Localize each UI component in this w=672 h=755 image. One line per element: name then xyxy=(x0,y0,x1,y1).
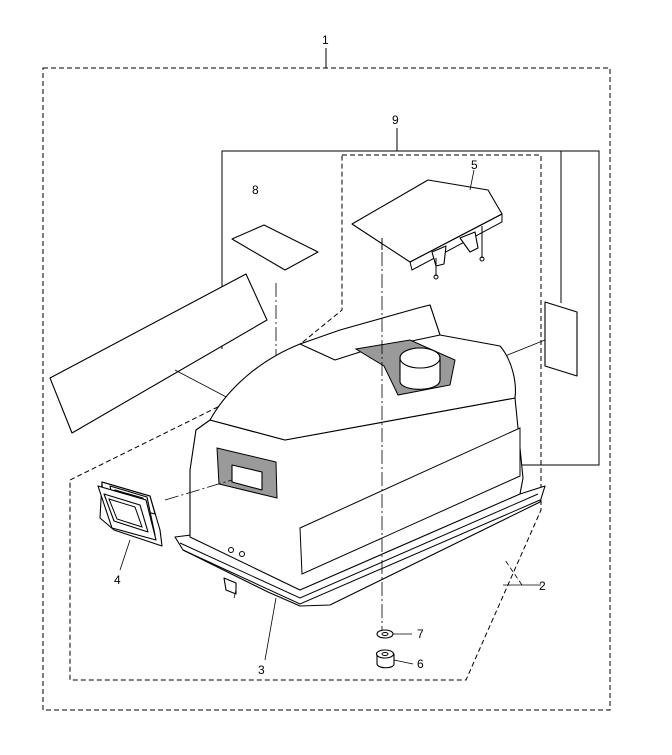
callout-3: 3 xyxy=(258,663,265,677)
engine-cover xyxy=(174,304,546,661)
callout-5: 5 xyxy=(471,158,478,172)
large-decal xyxy=(49,273,268,434)
callout-1: 1 xyxy=(322,33,329,47)
callout-4: 4 xyxy=(114,573,121,587)
assembly-boundary-1 xyxy=(42,48,611,711)
assembly-boundary-2 xyxy=(69,154,542,681)
lid-5 xyxy=(351,169,503,630)
washer-7 xyxy=(376,629,412,639)
kit-bracket-9 xyxy=(221,128,600,466)
side-decal xyxy=(504,301,578,377)
nut-6 xyxy=(375,649,414,669)
callout-2: 2 xyxy=(539,579,546,593)
grille-4 xyxy=(97,479,233,571)
callout-8: 8 xyxy=(252,183,259,197)
callout-7: 7 xyxy=(417,627,424,641)
callout-6: 6 xyxy=(417,657,424,671)
callout-9: 9 xyxy=(392,113,399,127)
